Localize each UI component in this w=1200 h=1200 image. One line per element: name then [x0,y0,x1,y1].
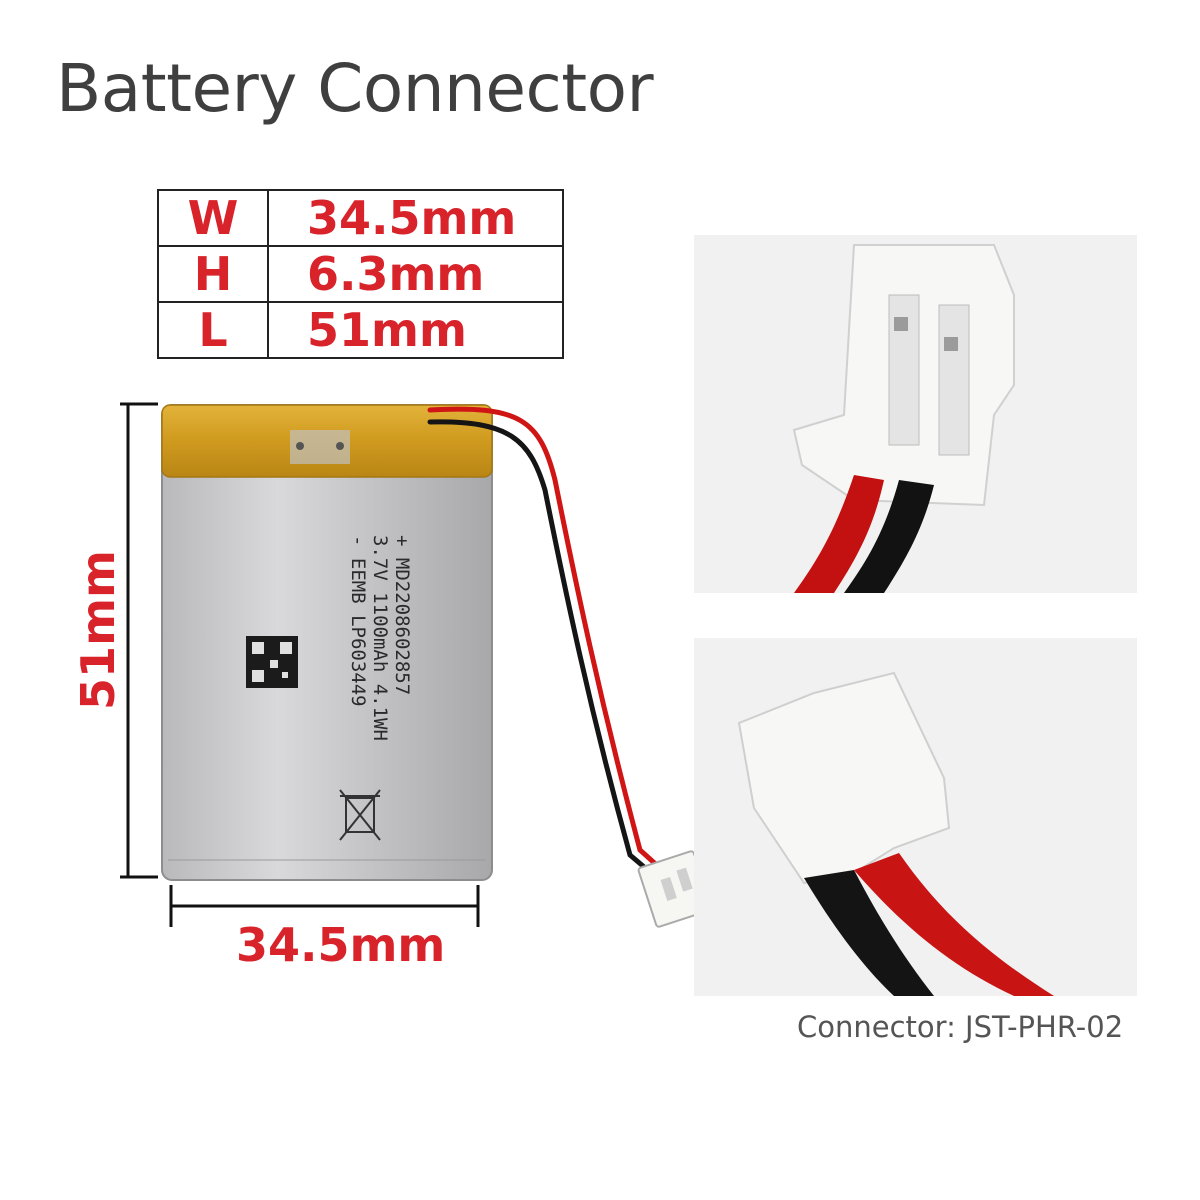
page-title: Battery Connector [56,50,654,127]
connector-side-view-icon [737,671,1054,996]
vertical-dimension-line [120,402,158,879]
spec-value: 51mm [267,301,564,359]
spec-row-width: W 34.5mm [157,189,564,247]
spec-value: 34.5mm [267,189,564,247]
battery-label-line3: + MD2208602857 [391,535,413,695]
battery-label-line2: 3.7V 1100mAh 4.1WH [369,535,391,741]
battery-label: - EEMB LP603449 3.7V 1100mAh 4.1WH + MD2… [347,535,413,741]
connector-top-view-icon [792,244,1015,593]
battery-label-line1: - EEMB LP603449 [347,535,369,707]
qr-code-icon [246,636,298,688]
spec-value: 6.3mm [267,245,564,303]
battery-body [161,404,493,881]
width-dimension-label: 34.5mm [236,918,446,972]
spec-table: W 34.5mm H 6.3mm L 51mm [157,189,564,359]
spec-key: L [157,301,269,359]
spec-row-length: L 51mm [157,301,564,359]
battery-wires [427,406,663,875]
connector-caption: Connector: JST-PHR-02 [797,1010,1124,1044]
recycle-bin-icon [339,789,381,841]
connector-photo-bottom [694,638,1137,996]
length-dimension-text: 51mm [71,550,125,710]
spec-row-height: H 6.3mm [157,245,564,303]
spec-key: W [157,189,269,247]
spec-key: H [157,245,269,303]
horizontal-dimension-line [169,885,480,927]
small-connector-icon [637,850,713,928]
connector-photo-top [694,235,1137,593]
